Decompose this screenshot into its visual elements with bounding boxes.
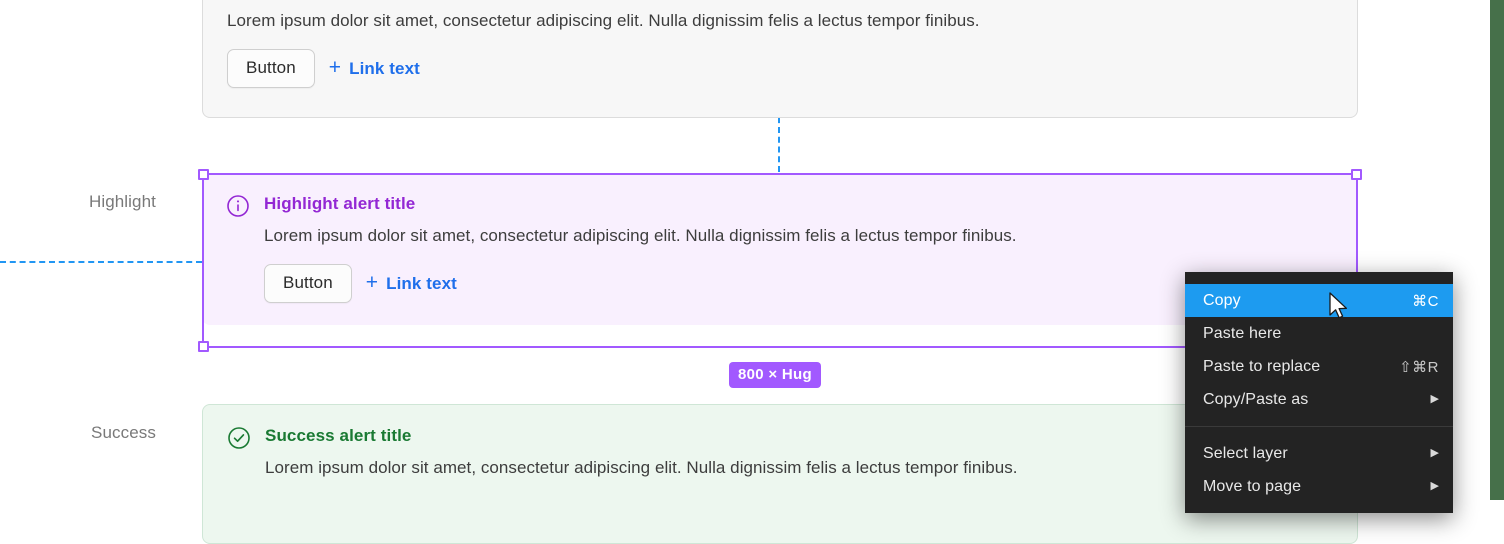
menu-item-shortcut: ⌘C [1412, 292, 1439, 310]
menu-item-paste-to-replace[interactable]: Paste to replace ⇧⌘R [1185, 350, 1453, 383]
alert-title: Highlight alert title [264, 194, 416, 213]
chevron-right-icon: ▶ [1430, 393, 1439, 405]
alert-card-neutral[interactable]: Lorem ipsum dolor sit amet, consectetur … [202, 0, 1358, 118]
alert-card-highlight[interactable]: Highlight alert title Lorem ipsum dolor … [202, 173, 1358, 325]
alert-title: Success alert title [265, 426, 412, 445]
menu-item-label: Paste to replace [1203, 357, 1321, 375]
menu-item-label: Paste here [1203, 324, 1282, 342]
menu-item-label: Copy/Paste as [1203, 390, 1309, 408]
row-label-highlight: Highlight [88, 192, 156, 211]
alert-link-label: Link text [349, 58, 420, 78]
menu-item-select-layer[interactable]: Select layer ▶ [1185, 437, 1453, 470]
alert-description: Lorem ipsum dolor sit amet, consectetur … [265, 458, 1018, 477]
check-circle-icon [227, 426, 251, 450]
info-circle-icon [226, 194, 250, 218]
size-badge: 800 × Hug [729, 362, 821, 388]
row-label-success: Success [91, 423, 156, 442]
alert-link-label: Link text [386, 273, 457, 293]
horizontal-alignment-guide [0, 261, 202, 263]
menu-separator [1185, 426, 1453, 427]
chevron-right-icon: ▶ [1430, 447, 1439, 459]
right-edge-strip [1490, 0, 1504, 500]
alert-link[interactable]: + Link text [365, 271, 457, 294]
alert-link[interactable]: + Link text [328, 56, 420, 79]
chevron-right-icon: ▶ [1430, 480, 1439, 492]
alert-button[interactable]: Button [264, 264, 352, 303]
menu-item-copy-paste-as[interactable]: Copy/Paste as ▶ [1185, 383, 1453, 416]
menu-item-shortcut: ⇧⌘R [1399, 358, 1439, 376]
menu-item-label: Copy [1203, 291, 1241, 309]
menu-item-label: Move to page [1203, 477, 1302, 495]
menu-item-label: Select layer [1203, 444, 1288, 462]
resize-handle-bottom-left[interactable] [198, 341, 209, 352]
alert-description: Lorem ipsum dolor sit amet, consectetur … [264, 226, 1017, 245]
alert-description: Lorem ipsum dolor sit amet, consectetur … [227, 11, 980, 30]
plus-icon: + [365, 271, 379, 294]
menu-item-copy[interactable]: Copy ⌘C [1185, 284, 1453, 317]
alert-button[interactable]: Button [227, 49, 315, 88]
context-menu[interactable]: Copy ⌘C Paste here Paste to replace ⇧⌘R … [1185, 272, 1453, 513]
menu-item-move-to-page[interactable]: Move to page ▶ [1185, 470, 1453, 503]
plus-icon: + [328, 56, 342, 79]
menu-item-paste-here[interactable]: Paste here [1185, 317, 1453, 350]
